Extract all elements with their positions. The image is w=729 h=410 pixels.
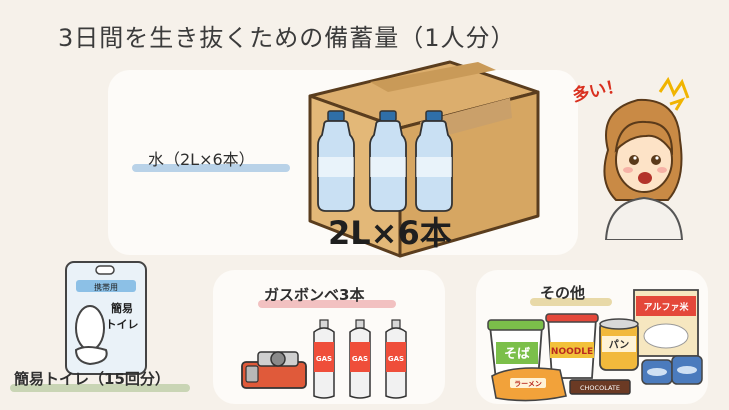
other-food-items-illustration: アルファ米 そば NOODLE パン ラーメン CHOCOLATE	[487, 289, 703, 402]
chocolate-bar: CHOCOLATE	[569, 379, 631, 395]
bread-can: パン	[599, 318, 639, 371]
noodle-cup: NOODLE	[545, 313, 599, 379]
noodle-text: NOODLE	[551, 347, 593, 357]
ramen-pack: ラーメン	[491, 367, 567, 402]
toilet-pack-text-2: トイレ	[106, 318, 139, 331]
other-label: その他	[540, 284, 586, 302]
ramen-text: ラーメン	[514, 380, 542, 388]
gas-stove-icon	[241, 351, 307, 389]
alpha-rice-text: アルファ米	[644, 301, 690, 313]
speech-text: 多い！	[570, 75, 624, 106]
chocolate-text: CHOCOLATE	[580, 384, 620, 392]
gas-label: ガスボンベ3本	[264, 286, 365, 304]
water-label: 水（2L×6本）	[148, 150, 255, 169]
gas-can-text-2: GAS	[352, 355, 368, 363]
portable-toilet-illustration: 携帯用 簡易 トイレ	[65, 261, 147, 375]
pan-text: パン	[609, 339, 630, 351]
toilet-label-highlight	[10, 384, 190, 392]
gas-can-text-3: GAS	[388, 355, 404, 363]
alpha-rice-pack: アルファ米	[633, 289, 699, 357]
gas-can-text-1: GAS	[316, 355, 332, 363]
gas-label-highlight	[258, 300, 396, 308]
water-box-illustration: 2L×6本	[308, 60, 540, 258]
toilet-pack-text-1: 簡易	[111, 301, 133, 315]
water-bottles	[317, 110, 453, 212]
water-box-text: 2L×6本	[328, 214, 452, 252]
soba-text: そば	[504, 347, 530, 362]
toilet-pack-top-text: 携帯用	[94, 282, 118, 292]
gas-stove-and-cans-illustration: GAS GAS GAS	[241, 319, 407, 399]
surprised-girl-illustration: 多い！	[570, 75, 690, 240]
toilet-label: 簡易トイレ（15回分）	[14, 370, 170, 388]
other-label-highlight	[530, 298, 612, 306]
shock-lines-icon	[658, 76, 690, 111]
fish-cans	[641, 355, 703, 385]
water-label-highlight	[132, 164, 290, 172]
page-title: 3日間を生き抜くための備蓄量（1人分）	[58, 24, 516, 52]
